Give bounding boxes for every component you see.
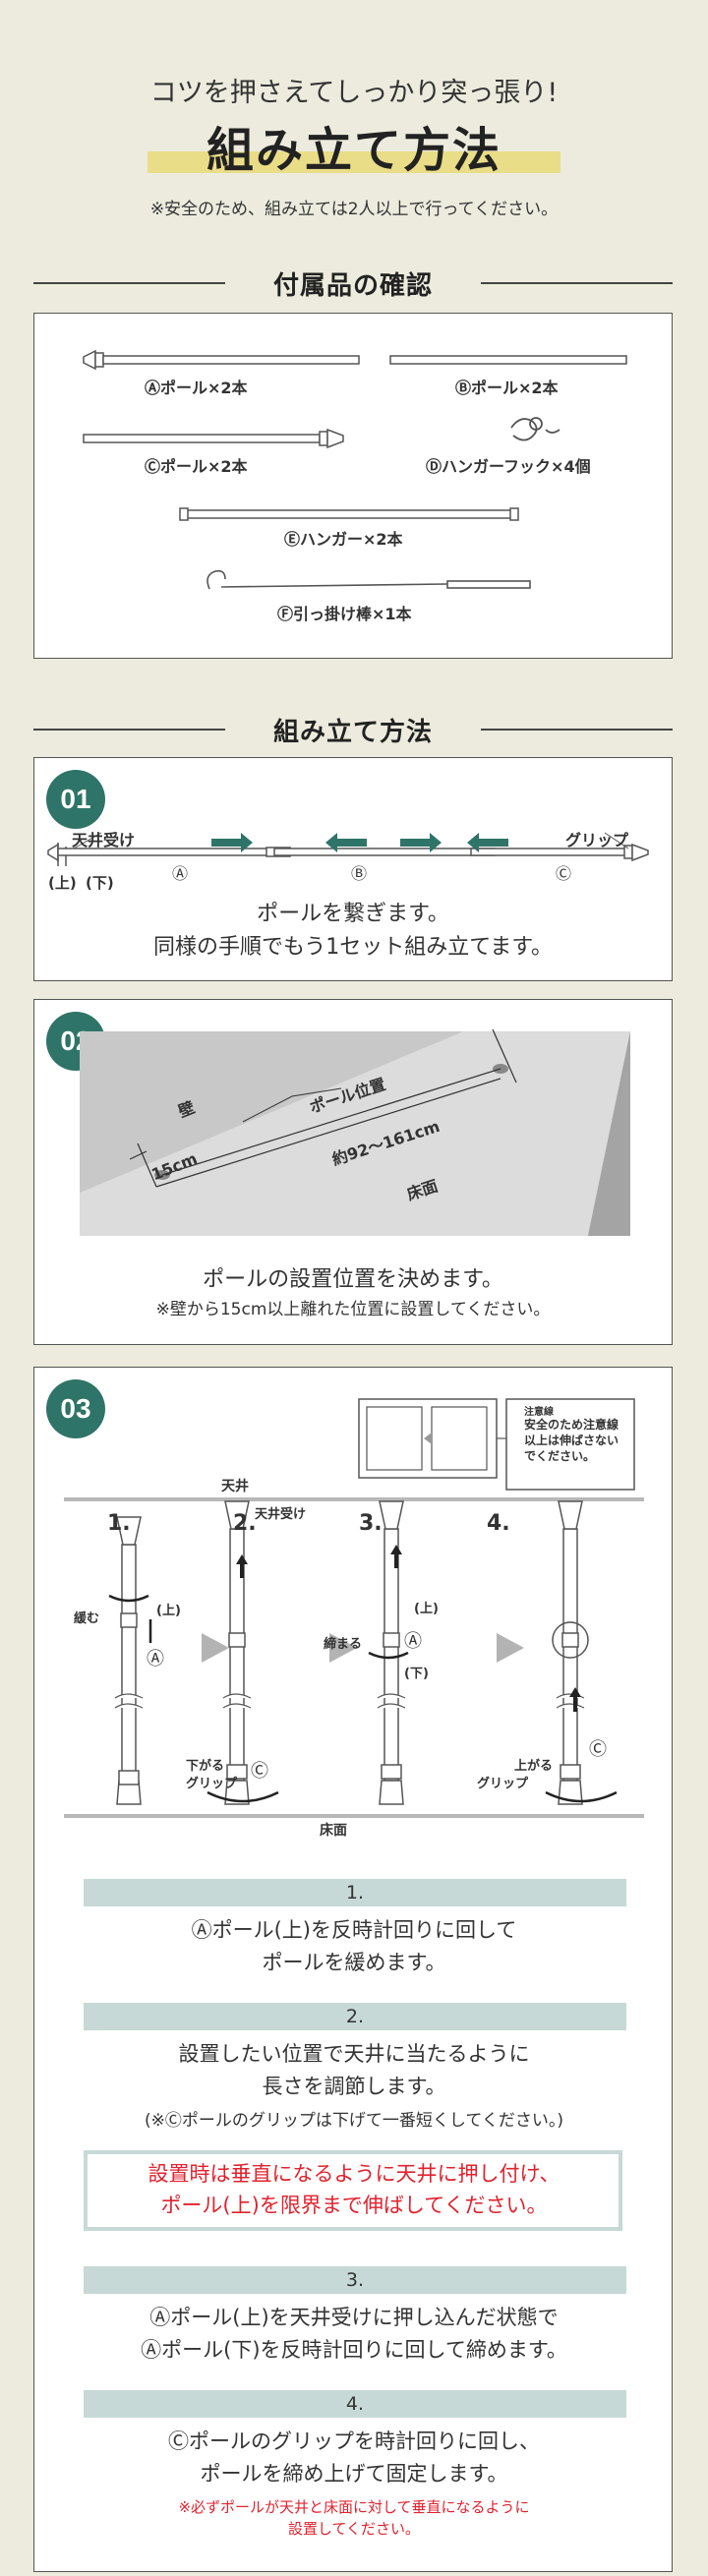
step-3-label-up-1: (上) (156, 1604, 181, 1618)
assembly-title: 組み立て方法 (272, 718, 433, 747)
sub-step-3-line-2: Ⓐポール(下)を反時計回りに回して締めます。 (141, 2338, 567, 2362)
warning-box (84, 2150, 622, 2231)
step-2-text-2: ※壁から15cm以上離れた位置に設置してください。 (155, 1300, 551, 1319)
step-3-label-down-3: (下) (404, 1667, 429, 1681)
step-3-label-grip-4: グリップ (477, 1777, 529, 1791)
sub-step-2-head: 2. (84, 2003, 626, 2030)
step-3-label-up-3: (上) (414, 1602, 439, 1616)
step-3-illustration (64, 1398, 644, 1818)
step-1-label-ceiling: 天井受け (72, 831, 136, 849)
step-3-n4: 4. (487, 1511, 510, 1536)
step-3-n2: 2. (233, 1511, 257, 1536)
step-3-label-grip-2: グリップ (186, 1777, 238, 1791)
hook-stick-illustration (206, 569, 531, 590)
title-highlight (148, 151, 560, 173)
step-3-label-lower: 下がる (186, 1759, 225, 1774)
pole-a-illustration (83, 349, 360, 371)
item-b-label: Ⓑポール×2本 (455, 379, 559, 397)
item-f-label: Ⓕ引っ掛け棒×1本 (277, 605, 412, 623)
step-3-n1: 1. (107, 1511, 131, 1536)
step-1-box: 01 天井受け グリップ (上) (下) Ⓐ Ⓑ Ⓒ ポールを繋ぎます。 同様の… (33, 757, 673, 981)
sub-step-2-line-2: 長さを調節します。 (262, 2075, 446, 2098)
step-3-letter-c-4: Ⓒ (589, 1739, 607, 1760)
step-3-letter-a-3: Ⓐ (404, 1631, 422, 1652)
sub-step-4-head: 4. (84, 2390, 626, 2418)
step-1-text-2: 同様の手順でもう1セット組み立てます。 (152, 935, 554, 960)
step-3-label-loosen: 緩む (74, 1611, 100, 1626)
step-3-label-raise: 上がる (514, 1759, 554, 1774)
accessories-box: Ⓐポール×2本 Ⓑポール×2本 Ⓒポール×2本 Ⓓハンガーフック×4個 Ⓔハンガ… (33, 313, 673, 659)
assembly-section-title: 組み立て方法 (33, 710, 673, 749)
item-d-label: Ⓓハンガーフック×4個 (426, 457, 591, 476)
step-3-floor-label: 床面 (320, 1823, 347, 1839)
step-1-label-bottom: (下) (86, 874, 114, 892)
sub-step-3-line-1: Ⓐポール(上)を天井受けに押し込んだ状態で (149, 2306, 559, 2329)
hanger-hook-illustration (510, 417, 560, 441)
sub-step-1-line-1: Ⓐポール(上)を反時計回りに回して (191, 1918, 517, 1942)
step-3-badge: 03 (46, 1379, 105, 1438)
sub-step-2-line-1: 設置したい位置で天井に当たるように (178, 2042, 530, 2066)
page-title: 組み立て方法 (206, 123, 502, 178)
warning-line-2: ポール(上)を限界まで伸ばしてください。 (160, 2194, 548, 2217)
step-1-label-top: (上) (48, 874, 77, 892)
pole-c-illustration (83, 428, 344, 449)
step-1-letter-a: Ⓐ (172, 864, 189, 883)
item-c-label: Ⓒポール×2本 (145, 457, 248, 476)
header-note: ※安全のため、組み立ては2人以上で行ってください。 (149, 200, 559, 219)
caution-title: 注意線 (524, 1407, 554, 1418)
step-2-text-1: ポールの設置位置を決めます。 (203, 1267, 503, 1292)
accessories-title: 付属品の確認 (272, 271, 433, 301)
step-2-illustration (80, 1028, 630, 1236)
step-3-ceiling-label: 天井 (221, 1479, 249, 1494)
item-a-label: Ⓐポール×2本 (145, 379, 248, 397)
step-1-illustration (47, 832, 649, 866)
sub-step-4-line-2: ポールを締め上げて固定します。 (200, 2462, 508, 2486)
step-1-letter-b: Ⓑ (351, 864, 368, 883)
sub-step-2-line-3: (※Ⓒポールのグリップは下げて一番短くしてください。) (145, 2111, 563, 2131)
step-3-letter-a-1: Ⓐ (147, 1649, 164, 1669)
step-1-text-1: ポールを繋ぎます。 (257, 902, 449, 926)
sub-step-4-note-1: ※必ずポールが天井と床面に対して垂直になるように (178, 2498, 530, 2516)
step-3-n3: 3. (359, 1511, 383, 1536)
step-3-label-tighten: 締まる (324, 1637, 363, 1652)
accessories-section-title: 付属品の確認 (33, 263, 673, 303)
step-1-badge: 01 (46, 770, 105, 829)
sub-step-1-line-2: ポールを緩めます。 (262, 1951, 446, 1974)
step-1-label-grip: グリップ (565, 831, 629, 849)
item-e-label: Ⓔハンガー×2本 (284, 530, 403, 549)
caution-text: 安全のため注意線以上は伸ばさないでください。 (524, 1418, 620, 1463)
sub-step-4-note-2: 設置してください。 (287, 2520, 421, 2538)
accessories-illustration (83, 349, 627, 590)
step-3-label-ceiling-rec: 天井受け (255, 1507, 307, 1522)
pole-b-illustration (389, 355, 627, 365)
hanger-illustration (179, 507, 519, 521)
sub-step-4-line-1: Ⓒポールのグリップを時計回りに回し、 (168, 2430, 540, 2453)
step-1-letter-c: Ⓒ (556, 864, 572, 883)
step-2-box: 02 壁 ポール位置 15cm 約92〜161cm 床面 ポールの設置位置を決め… (33, 999, 673, 1345)
warning-line-1: 設置時は垂直になるように天井に押し付け、 (148, 2162, 560, 2186)
sub-step-3-head: 3. (84, 2266, 626, 2294)
sub-step-1-head: 1. (84, 1879, 626, 1906)
step-3-box: 03 (33, 1367, 673, 2572)
header-tagline: コツを押さえてしっかり突っ張り! (149, 78, 559, 108)
step-3-letter-c-2: Ⓒ (251, 1761, 268, 1782)
